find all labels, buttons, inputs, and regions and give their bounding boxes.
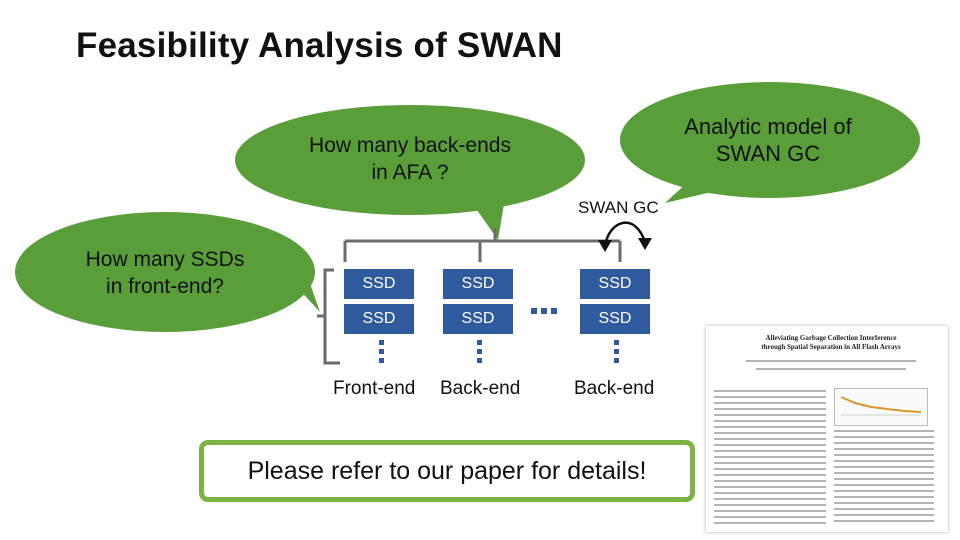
gc-arrow-icon (598, 221, 652, 252)
paper-text-line (834, 472, 934, 474)
paper-text-line (834, 502, 934, 504)
paper-text-line (834, 514, 934, 516)
paper-text-line (714, 462, 826, 464)
paper-text-line (756, 368, 906, 370)
paper-text-line (714, 444, 826, 446)
ssd-block: SSD (344, 304, 414, 334)
paper-text-line (834, 436, 934, 438)
ssd-block: SSD (443, 304, 513, 334)
paper-text-line (714, 408, 826, 410)
paper-text-line (714, 486, 826, 488)
paper-text-line (714, 420, 826, 422)
horizontal-dots (531, 308, 557, 314)
paper-text-line (834, 466, 934, 468)
paper-text-line (714, 438, 826, 440)
paper-text-line (834, 442, 934, 444)
paper-text-line (714, 432, 826, 434)
paper-text-line (714, 414, 826, 416)
ssd-block: SSD (443, 269, 513, 299)
paper-text-line (834, 460, 934, 462)
paper-thumbnail: Alleviating Garbage Collection Interfere… (706, 326, 948, 532)
paper-text-line (714, 426, 826, 428)
paper-text-line (714, 450, 826, 452)
swan-gc-label: SWAN GC (578, 198, 659, 217)
paper-text-line (834, 490, 934, 492)
paper-text-line (714, 516, 826, 518)
ssd-block: SSD (344, 269, 414, 299)
paper-text-line (834, 430, 934, 432)
front-end-label: Front-end (333, 378, 416, 399)
paper-text-line (834, 484, 934, 486)
paper-title: Alleviating Garbage Collection Interfere… (761, 334, 901, 351)
paper-text-line (834, 520, 934, 522)
paper-text-line (834, 454, 934, 456)
paper-text-line (714, 504, 826, 506)
paper-text-line (714, 480, 826, 482)
paper-figure-plot (840, 396, 922, 416)
paper-text-line (714, 498, 826, 500)
paper-text-line (714, 390, 826, 392)
paper-text-line (746, 360, 916, 362)
bubble-gc-model-text: Analytic model of SWAN GC (684, 114, 852, 166)
slide-title: Feasibility Analysis of SWAN (76, 26, 563, 65)
paper-text-line (834, 508, 934, 510)
bubble-ssds-shape (15, 212, 320, 332)
paper-text-line (714, 396, 826, 398)
paper-text-line (714, 522, 826, 524)
column-dots (379, 340, 619, 363)
paper-text-line (714, 456, 826, 458)
ssd-block: SSD (580, 304, 650, 334)
paper-reference-callout: Please refer to our paper for details! (199, 440, 695, 502)
paper-text-line (834, 478, 934, 480)
paper-text-line (714, 468, 826, 470)
paper-figure (834, 388, 928, 426)
paper-text-line (714, 474, 826, 476)
paper-text-line (834, 448, 934, 450)
back-end-label: Back-end (440, 378, 521, 399)
back-end-label-2: Back-end (574, 378, 655, 399)
ssd-block: SSD (580, 269, 650, 299)
paper-text-line (714, 510, 826, 512)
bubble-gc-model-shape (620, 82, 920, 203)
bubble-ssds-text: How many SSDs in front-end? (85, 248, 245, 298)
paper-text-line (714, 492, 826, 494)
tree-connectors (317, 228, 622, 365)
bubble-backends-text: How many back-ends in AFA ? (309, 134, 511, 184)
paper-text-line (714, 402, 826, 404)
paper-text-line (834, 496, 934, 498)
